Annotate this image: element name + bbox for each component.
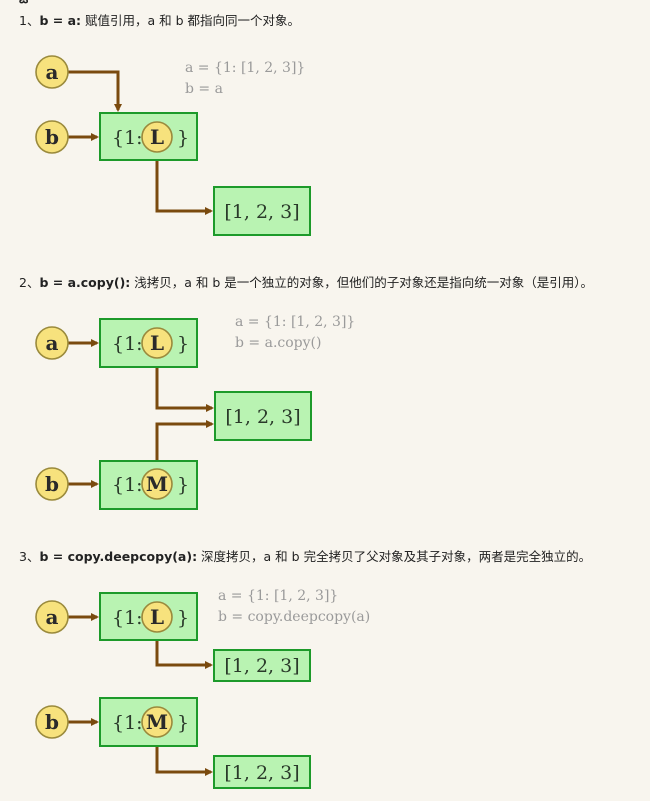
section-2-dict-a-box [99, 318, 198, 368]
section-3-dict-a-close: } [177, 607, 189, 629]
section-2-code-line-2: b = a.copy() [235, 335, 321, 351]
section-1-code-line-2: b = a [185, 81, 223, 97]
section-1-arrow-l-to-list [155, 152, 213, 215]
section-1-code-line-1: a = {1: [1, 2, 3]} [185, 60, 305, 76]
section-3-code-line-2: b = copy.deepcopy(a) [218, 609, 370, 625]
section-3-desc: 深度拷贝，a 和 b 完全拷贝了父对象及其子对象，两者是完全独立的。 [197, 549, 592, 564]
section-2-list-label: [1, 2, 3] [225, 406, 300, 428]
section-3-list-b-label: [1, 2, 3] [224, 762, 299, 784]
section-2-ref-l-label: L [150, 331, 164, 355]
section-1-ref-l-circle [141, 121, 173, 153]
section-3-dict-b-label: {1: [112, 712, 143, 734]
page-top-fragment: ఓ [19, 0, 28, 10]
section-1-list-box [213, 186, 311, 236]
section-1-dict-label: {1: [112, 127, 143, 149]
section-3-caption: 3、b = copy.deepcopy(a): 深度拷贝，a 和 b 完全拷贝了… [19, 549, 591, 565]
section-3-ref-l-label: L [150, 605, 164, 629]
section-1-var-b-circle [35, 120, 69, 154]
section-2-var-a-circle [35, 326, 69, 360]
section-2-dict-b-close: } [177, 474, 189, 496]
section-3-arrow-m-to-list [155, 737, 213, 776]
section-2-list-box [214, 391, 312, 441]
section-1-prefix: 1、 [19, 13, 40, 28]
section-2-ref-l-circle [141, 327, 173, 359]
section-1-code: b = a: [39, 13, 82, 28]
section-3-var-b-circle [35, 705, 69, 739]
section-2-code: b = a.copy(): [39, 275, 131, 290]
section-2-var-b-circle [35, 467, 69, 501]
section-2-dict-a-label: {1: [112, 333, 143, 355]
section-1-desc: 赋值引用，a 和 b 都指向同一个对象。 [81, 13, 301, 28]
section-2-caption: 2、b = a.copy(): 浅拷贝，a 和 b 是一个独立的对象，但他们的子… [19, 275, 593, 291]
section-1-arrow-a-to-dict [68, 70, 122, 112]
section-2-desc: 浅拷贝，a 和 b 是一个独立的对象，但他们的子对象还是指向统一对象（是引用）。 [130, 275, 594, 290]
section-3-code-line-1: a = {1: [1, 2, 3]} [218, 588, 338, 604]
section-3-var-a-circle [35, 600, 69, 634]
section-2-dict-b-label: {1: [112, 474, 143, 496]
section-1-diagram: a = {1: [1, 2, 3]} b = a a b {1: } L [1,… [35, 55, 311, 236]
section-3-dict-b-close: } [177, 712, 189, 734]
section-1-dict-close: } [177, 127, 189, 149]
section-2-var-b-label: b [45, 472, 59, 496]
section-2-diagram: a = {1: [1, 2, 3]} b = a.copy() a b {1: … [35, 314, 355, 510]
section-3-var-a-label: a [46, 605, 59, 629]
section-3-arrow-l-to-list [155, 632, 213, 669]
section-3-ref-m-circle [141, 706, 173, 738]
section-3-dict-a-label: {1: [112, 607, 143, 629]
section-3-list-a-label: [1, 2, 3] [224, 655, 299, 677]
section-2-ref-m-circle [141, 468, 173, 500]
section-3-list-b-box [213, 755, 311, 789]
section-3-ref-m-label: M [146, 710, 168, 734]
section-2-arrow-l-to-list [155, 358, 214, 412]
section-3-ref-l-circle [141, 601, 173, 633]
section-3-var-b-label: b [45, 710, 59, 734]
section-2-arrow-m-to-list [155, 420, 214, 469]
section-1-var-a-circle [35, 55, 69, 89]
section-3-list-a-box [213, 649, 311, 682]
section-2-dict-a-close: } [177, 333, 189, 355]
section-2-prefix: 2、 [19, 275, 40, 290]
section-3-prefix: 3、 [19, 549, 40, 564]
section-1-var-b-label: b [45, 125, 59, 149]
section-1-list-label: [1, 2, 3] [224, 201, 299, 223]
section-1-caption: 1、b = a: 赋值引用，a 和 b 都指向同一个对象。 [19, 13, 300, 29]
section-1-ref-l-label: L [150, 125, 164, 149]
section-2-code-line-1: a = {1: [1, 2, 3]} [235, 314, 355, 330]
section-2-ref-m-label: M [146, 472, 168, 496]
section-3-code: b = copy.deepcopy(a): [39, 549, 198, 564]
section-1-var-a-label: a [46, 60, 59, 84]
section-2-var-a-label: a [46, 331, 59, 355]
section-1-dict-box [99, 112, 198, 161]
